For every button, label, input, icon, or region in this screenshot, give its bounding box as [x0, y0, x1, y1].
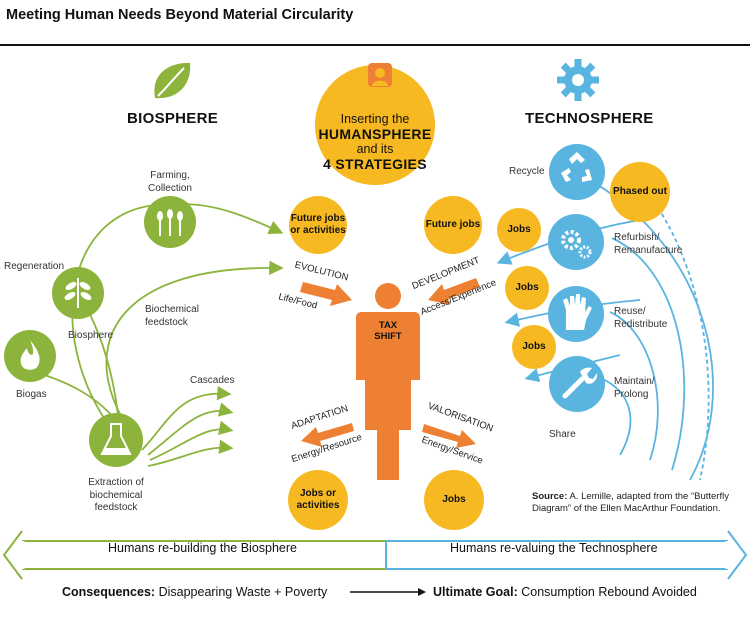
technosphere-heading: TECHNOSPHERE — [525, 110, 654, 127]
biosphere-node-label: Biosphere — [68, 330, 114, 341]
gears-icon — [548, 214, 604, 270]
plant-icon — [52, 267, 104, 319]
center-line3: and its — [356, 142, 394, 156]
flame-icon — [4, 330, 56, 382]
page-title: Meeting Human Needs Beyond Material Circ… — [6, 7, 354, 23]
development-arrow — [428, 278, 480, 305]
biosphere-heading: BIOSPHERE — [127, 110, 219, 127]
band-right-text: Humans re-valuing the Technosphere — [450, 541, 658, 555]
tax-shift-label: TAX SHIFT — [374, 320, 402, 343]
center-line4: 4 STRATEGIES — [323, 156, 427, 172]
consequence-arrow — [350, 588, 426, 596]
refurbish-label: Refurbish/ Remanufacture — [614, 232, 683, 256]
cascade-2 — [147, 402, 234, 456]
leaf-icon — [154, 62, 191, 99]
tax-shift-person — [356, 283, 420, 480]
jobs-circle-2: Jobs — [505, 266, 549, 310]
jobs-or-activities-circle: Jobs or activities — [288, 470, 348, 530]
band-left-head — [2, 530, 23, 580]
humansphere-text: Inserting the HUMANSPHERE and its 4 STRA… — [315, 112, 435, 172]
adaptation-arrow — [301, 423, 354, 447]
future-jobs-circle: Future jobs — [424, 196, 482, 254]
cascade-3 — [149, 420, 234, 461]
biogas-label: Biogas — [16, 389, 47, 400]
techno-inner-loop-3 — [599, 377, 632, 456]
extraction-label: Extraction of biochemical feedstock — [88, 477, 144, 513]
wrench-icon — [549, 356, 605, 412]
title-rule — [0, 44, 750, 46]
techno-inner-loop-2 — [609, 311, 659, 461]
consequences-label: Consequences: — [62, 585, 156, 599]
cascade-4 — [147, 439, 234, 467]
source-label: Source: — [532, 491, 568, 502]
band-right-head — [727, 530, 748, 580]
source-note: Source: A. Lemille, adapted from the “Bu… — [532, 491, 746, 516]
reuse-label: Reuse/ Redistribute — [614, 306, 668, 330]
maintain-label: Maintain/ Prolong — [614, 376, 655, 400]
jobs-bottom-circle: Jobs — [424, 470, 484, 530]
goal-label: Ultimate Goal: — [433, 585, 518, 599]
consequences: Consequences: Disappearing Waste + Pover… — [62, 585, 327, 599]
jobs-circle-1: Jobs — [497, 208, 541, 252]
regeneration-label: Regeneration — [4, 261, 65, 272]
biosphere-loop-to-evolution — [105, 260, 284, 419]
recycle-label: Recycle — [509, 166, 545, 177]
recycle-icon — [549, 144, 605, 200]
wheat-icon — [144, 196, 196, 248]
center-line2: HUMANSPHERE — [318, 126, 432, 142]
humansphere-circle — [315, 65, 435, 185]
source-text: A. Lemille, adapted from the “Butterfly … — [532, 491, 729, 515]
glove-icon — [548, 286, 604, 342]
gear-icon — [557, 59, 599, 101]
band — [2, 530, 748, 580]
ultimate-goal: Ultimate Goal: Consumption Rebound Avoid… — [433, 585, 697, 599]
consequences-text: Disappearing Waste + Poverty — [158, 585, 328, 599]
share-label: Share — [549, 429, 576, 440]
phased-out-circle: Phased out — [610, 162, 670, 222]
techno-inner-loop-1 — [611, 237, 686, 471]
evolution-arrow — [300, 282, 352, 306]
band-left-text: Humans re-building the Biosphere — [108, 541, 297, 555]
jobs-circle-3: Jobs — [512, 325, 556, 369]
farming-label: Farming, Collection — [148, 170, 192, 194]
person-icon — [368, 63, 392, 87]
center-line1: Inserting the — [340, 112, 410, 126]
flask-icon — [89, 413, 143, 467]
future-jobs-activities-circle: Future jobs or activities — [289, 196, 347, 254]
cascades-label: Cascades — [190, 375, 235, 386]
goal-text: Consumption Rebound Avoided — [521, 585, 697, 599]
biochemical-label: Biochemical feedstock — [145, 304, 199, 328]
phased-out-dashed — [657, 207, 710, 481]
valorisation-arrow — [422, 424, 476, 448]
cascade-1 — [141, 385, 232, 451]
